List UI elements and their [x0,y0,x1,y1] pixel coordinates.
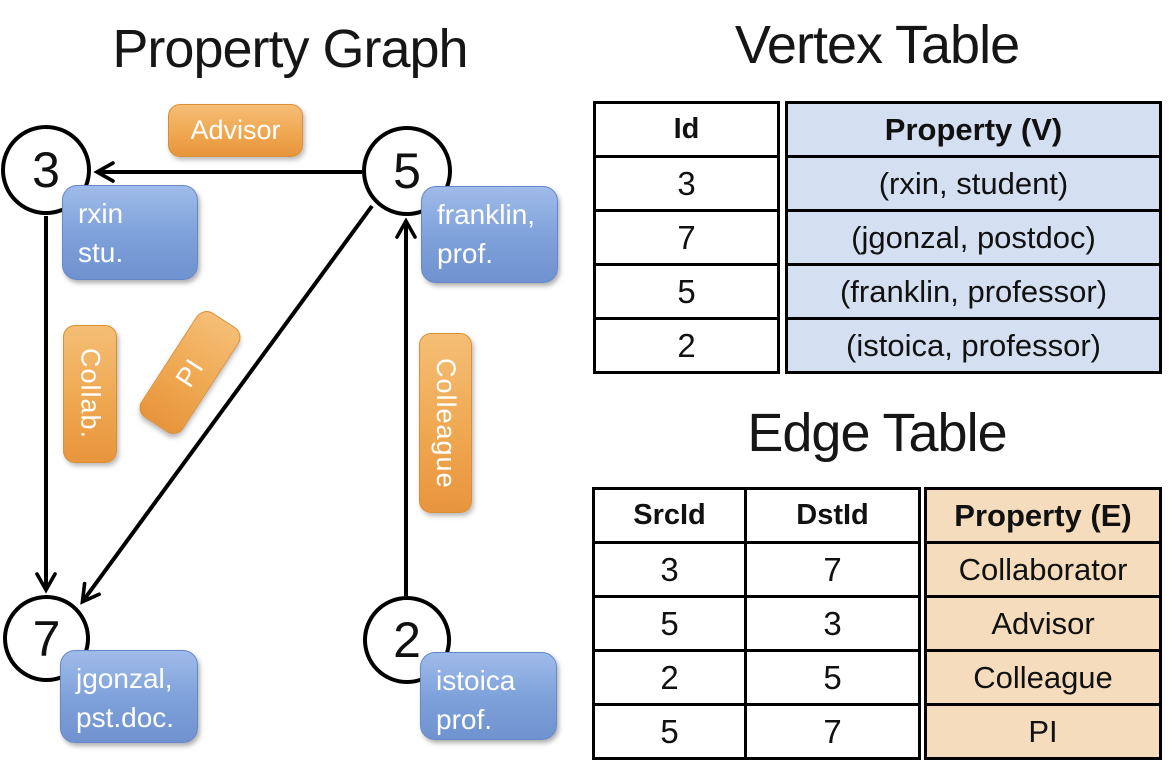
edge-table-dst-cell: 3 [744,595,921,652]
edge-table-property-cell: Colleague [924,649,1162,706]
edge-table-header-property: Property (E) [924,487,1162,544]
vertex-label-jgonzal: jgonzal, pst.doc. [60,650,198,743]
vertex-table-id-cell: 3 [593,155,780,212]
edge-table-id-columns: SrcId DstId 3 7 5 3 2 5 5 7 [592,487,921,760]
vertex-table-property-cell: (istoica, professor) [785,317,1162,374]
vertex-label-istoica-line2: prof. [436,703,493,735]
vertex-table-header-id: Id [593,101,780,158]
edge-label-advisor: Advisor [168,104,303,157]
edge-table-dst-cell: 7 [744,703,921,760]
edge-table-src-cell: 5 [592,703,747,760]
vertex-label-jgonzal-line2: pst.doc. [76,701,175,733]
vertex-label-rxin-line1: rxin [78,198,124,229]
vertex-label-jgonzal-line1: jgonzal, [76,663,173,694]
edge-table-dst-cell: 5 [744,649,921,706]
edge-table-property-cell: PI [924,703,1162,760]
vertex-table-id-column: Id 3 7 5 2 [593,101,780,374]
vertex-table-id-cell: 2 [593,317,780,374]
graph-node-5: 5 [362,126,452,216]
vertex-label-istoica: istoica prof. [420,652,557,740]
node-7-id: 7 [32,610,61,667]
vertex-label-franklin-line1: franklin, [437,199,536,230]
vertex-table-title: Vertex Table [734,15,1020,75]
vertex-table-id-cell: 7 [593,209,780,266]
node-2-id: 2 [393,612,421,668]
edge-table-property-cell: Collaborator [924,541,1162,598]
edge-label-colleague: Colleague [419,333,472,513]
edge-label-pi-text: PI [169,352,210,392]
vertex-table-property-cell: (franklin, professor) [785,263,1162,320]
vertex-table-id-cell: 5 [593,263,780,320]
vertex-label-franklin-line2: prof. [437,237,494,269]
vertex-table-property-cell: (rxin, student) [785,155,1162,212]
property-graph-title: Property Graph [112,19,468,79]
edge-table-property-cell: Advisor [924,595,1162,652]
edge-label-advisor-text: Advisor [190,115,281,145]
node-5-id: 5 [393,143,421,199]
node-3-id: 3 [32,142,60,198]
edge-table-src-cell: 5 [592,595,747,652]
edge-table-property-column: Property (E) Collaborator Advisor Collea… [924,487,1162,760]
edge-label-collab-text: Collab. [75,348,106,440]
edge-label-collab: Collab. [63,325,117,463]
edge-table-src-cell: 2 [592,649,747,706]
edge-table-header-dstid: DstId [744,487,921,544]
vertex-label-rxin: rxin stu. [62,185,198,280]
vertex-label-franklin: franklin, prof. [421,186,558,283]
vertex-table-header-property: Property (V) [785,101,1162,158]
graph-edges [35,161,417,605]
vertex-label-istoica-line1: istoica [436,665,516,696]
edge-table-header-srcid: SrcId [592,487,747,544]
edge-table-dst-cell: 7 [744,541,921,598]
edge-pi-5-to-7 [80,204,374,605]
vertex-label-rxin-line2: stu. [78,236,124,268]
vertex-table-property-column: Property (V) (rxin, student) (jgonzal, p… [785,101,1162,374]
graph-node-2: 2 [363,596,451,684]
edge-table-src-cell: 3 [592,541,747,598]
vertex-table-property-cell: (jgonzal, postdoc) [785,209,1162,266]
edge-table-title: Edge Table [747,403,1007,463]
edge-label-colleague-text: Colleague [431,357,461,489]
